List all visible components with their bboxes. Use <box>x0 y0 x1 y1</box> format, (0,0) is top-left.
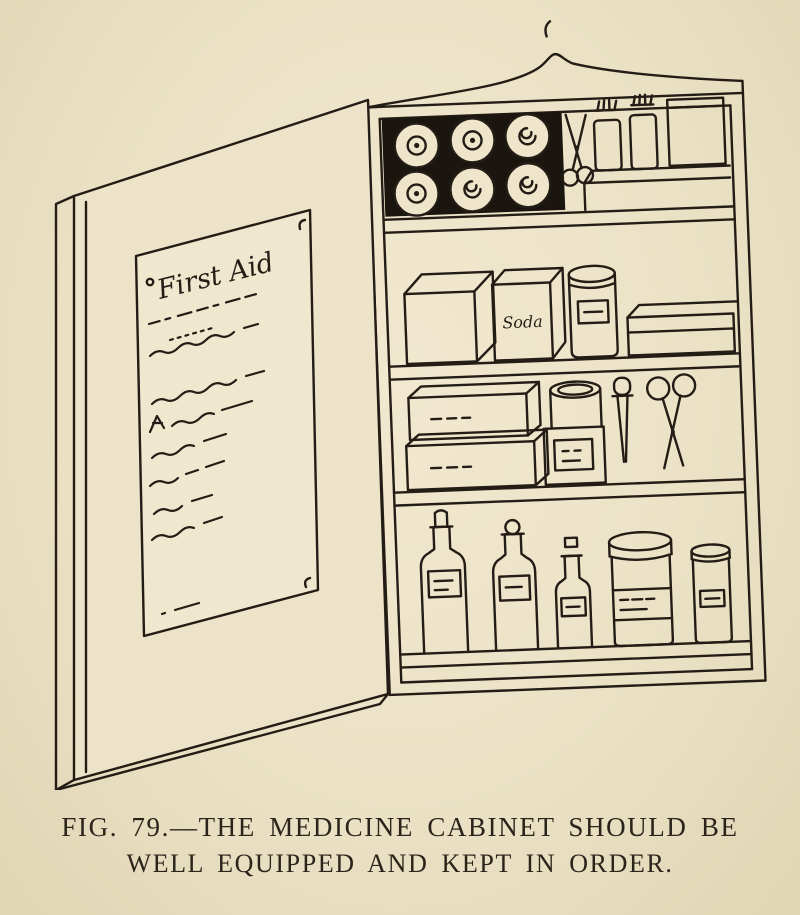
caption-line-2: WELL EQUIPPED AND KEPT IN ORDER. <box>126 849 674 879</box>
medicine-cabinet-illustration: Soda <box>54 20 767 790</box>
mason-jar <box>607 530 675 648</box>
tin <box>549 380 603 430</box>
labelled-box <box>542 425 607 487</box>
carton <box>665 96 727 168</box>
shelves <box>382 205 747 507</box>
dropper <box>611 376 634 463</box>
scissors-icon <box>560 113 595 187</box>
forceps <box>646 373 697 470</box>
caption-line-1: FIG. 79.—THE MEDICINE CABINET SHOULD BE <box>61 812 739 842</box>
figure-caption: FIG. 79.—THE MEDICINE CABINET SHOULD BE … <box>0 808 800 883</box>
cabinet-door: First Aid <box>54 98 390 790</box>
corked-bottle <box>419 509 470 655</box>
tray <box>583 164 732 212</box>
small-bottle <box>554 536 594 650</box>
stoppered-bottle <box>491 518 540 653</box>
first-aid-list: First Aid <box>134 208 320 638</box>
figure-medicine-cabinet: Soda <box>0 20 800 883</box>
soda-label: Soda <box>502 312 543 333</box>
pediment <box>365 52 744 109</box>
soda-box: Soda <box>490 266 567 362</box>
jar <box>567 264 619 359</box>
handwritten-list-lines <box>147 291 266 616</box>
cabinet: Soda <box>365 20 767 697</box>
small-bottles <box>592 93 659 172</box>
long-box <box>626 300 740 357</box>
small-jar <box>690 543 734 645</box>
bandage-rolls <box>381 111 566 217</box>
hanger-hook-icon <box>544 20 552 38</box>
cube-box <box>403 270 497 366</box>
stacked-boxes <box>405 380 550 492</box>
